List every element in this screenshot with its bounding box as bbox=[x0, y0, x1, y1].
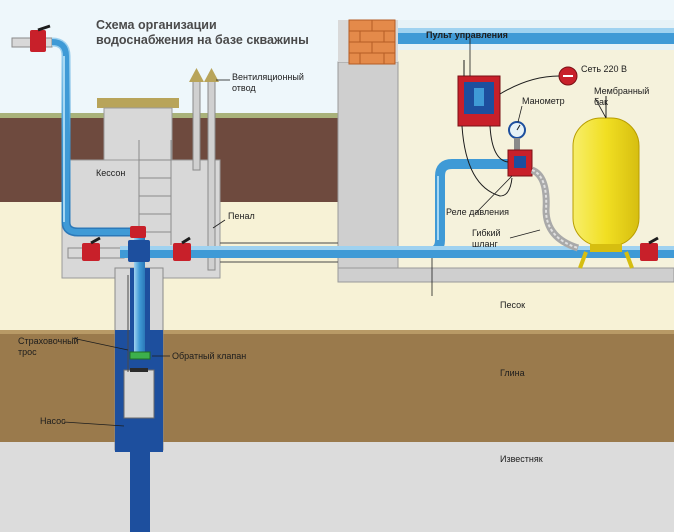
membrane-label-line2: бак bbox=[594, 97, 608, 107]
ventilation-label: Вентиляционный отвод bbox=[232, 72, 304, 94]
caisson-neck bbox=[103, 107, 173, 161]
manometer-label: Манометр bbox=[522, 96, 565, 106]
valve-caisson-left bbox=[82, 236, 101, 261]
manometer bbox=[508, 121, 526, 150]
ventilation-label-line2: отвод bbox=[232, 83, 256, 93]
hose-label-line2: шланг bbox=[472, 239, 498, 249]
pump-label: Насос bbox=[40, 416, 66, 426]
brick-chimney bbox=[348, 19, 396, 65]
membrane-tank bbox=[572, 96, 640, 269]
pump bbox=[123, 369, 155, 419]
caisson-lid bbox=[97, 98, 179, 108]
main-pipe bbox=[67, 159, 674, 259]
house-wall bbox=[337, 61, 399, 283]
casing-sleeve bbox=[220, 242, 338, 263]
title-line-1: Схема организации bbox=[96, 18, 217, 32]
safety-rope-label-line1: Страховочный bbox=[18, 336, 79, 346]
clay-label: Глина bbox=[500, 368, 525, 378]
valve-caisson-center bbox=[128, 226, 150, 262]
leader-lines bbox=[63, 38, 607, 427]
valve-tank bbox=[640, 236, 659, 261]
limestone-layer bbox=[0, 442, 674, 532]
control-panel-label: Пульт управления bbox=[426, 30, 508, 40]
network-label: Сеть 220 В bbox=[581, 64, 628, 74]
hose-label: Гибкий шланг bbox=[472, 228, 501, 250]
caisson-label: Кессон bbox=[96, 168, 126, 178]
house-floor bbox=[337, 267, 674, 283]
diagram-title: Схема организации водоснабжения на базе … bbox=[96, 18, 309, 48]
clay-layer bbox=[0, 330, 674, 442]
pressure-relay bbox=[507, 149, 533, 177]
casing-label: Пенал bbox=[228, 211, 255, 221]
pressure-relay-label: Реле давления bbox=[446, 207, 510, 217]
safety-rope-label: Страховочный трос bbox=[18, 336, 79, 358]
hose-label-line1: Гибкий bbox=[472, 228, 501, 238]
control-panel bbox=[457, 60, 501, 127]
valve-caisson-right bbox=[173, 236, 191, 261]
riser-pipe bbox=[134, 255, 145, 355]
sand-label: Песок bbox=[500, 300, 526, 310]
ventilation-label-line1: Вентиляционный bbox=[232, 72, 304, 82]
check-valve-label: Обратный клапан bbox=[172, 351, 247, 361]
grass-line bbox=[0, 113, 674, 119]
safety-rope-label-line2: трос bbox=[18, 347, 37, 357]
membrane-label-line1: Мембранный bbox=[594, 86, 650, 96]
title-line-2: водоснабжения на базе скважины bbox=[96, 33, 309, 47]
check-valve bbox=[129, 351, 151, 360]
limestone-label: Известняк bbox=[500, 454, 543, 464]
wires bbox=[461, 125, 513, 197]
valve-outdoor bbox=[30, 24, 51, 52]
power-socket bbox=[499, 66, 578, 95]
membrane-tank-label: Мембранный бак bbox=[594, 86, 649, 108]
ventilation-pipes bbox=[189, 68, 219, 271]
